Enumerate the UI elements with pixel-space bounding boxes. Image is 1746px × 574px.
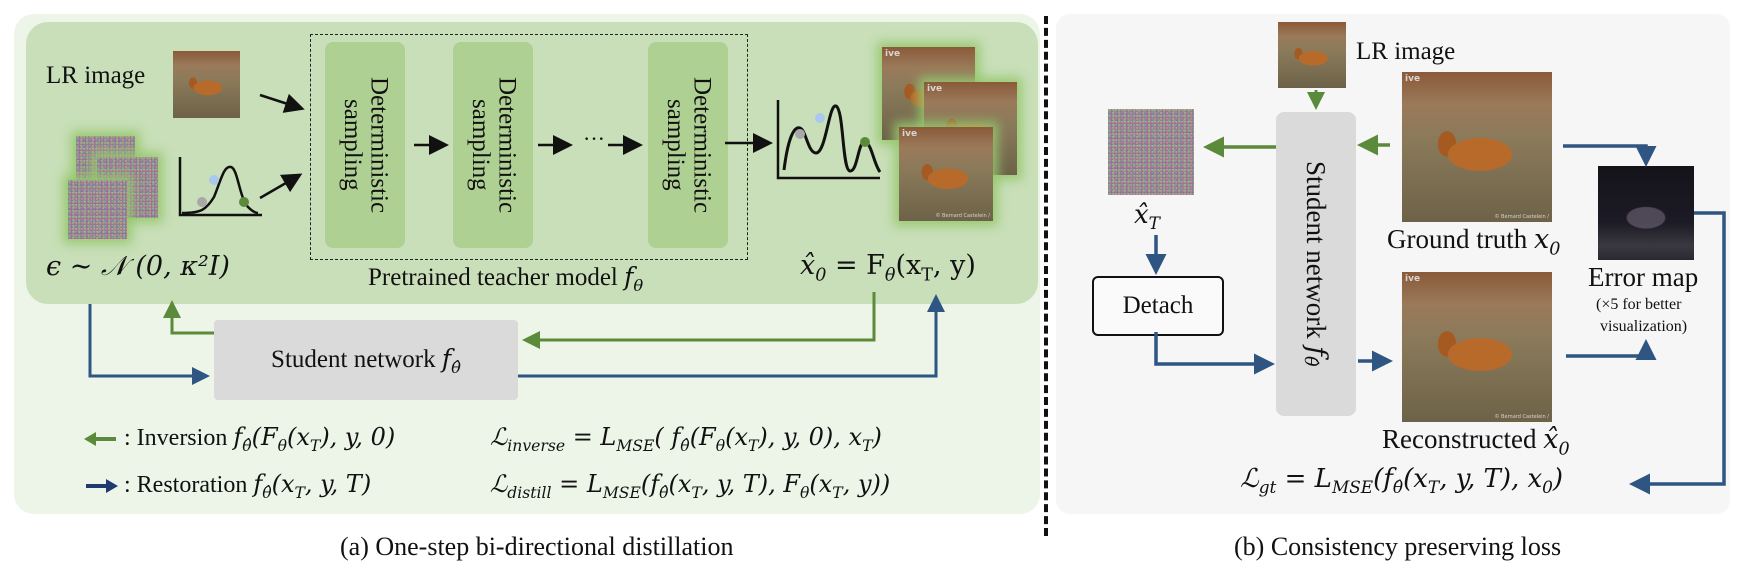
inverted-noise-label: x̂T	[1134, 200, 1160, 234]
sample-dot-green	[239, 197, 249, 207]
noise-distribution-formula: ϵ ∼ 𝒩 (0, κ²I)	[46, 251, 230, 282]
sample-dot-blue	[209, 175, 219, 185]
sampling-block-label: Deterministic sampling	[467, 76, 521, 214]
teacher-model-label: Pretrained teacher model fθ	[368, 262, 643, 295]
error-map-label: Error map	[1588, 262, 1699, 292]
arrow-noise-to-teacher	[259, 173, 303, 200]
gaussian-distribution-icon	[178, 157, 262, 217]
sampling-block-3: Deterministic sampling	[648, 42, 728, 248]
restoration-arrow-icon	[86, 479, 118, 494]
sample-dot-gray	[197, 197, 207, 207]
panel-b-background	[1056, 14, 1730, 514]
error-map-note-2: visualization)	[1600, 318, 1688, 335]
legend-inversion-label: : Inversion	[124, 425, 228, 451]
reconstructed-label: Reconstructed x̂0	[1382, 424, 1570, 460]
gaussian-curve	[181, 165, 259, 215]
student-network-box: Student network fθ̂	[214, 320, 518, 400]
lr-image-label-b: LR image	[1356, 38, 1456, 65]
teacher-output-formula: x̂0 = Fθ(xT, y)	[800, 250, 976, 286]
gt-loss-formula: ℒgt = LMSE(fθ̂(xT, y, T), x0)	[1240, 464, 1564, 498]
sampling-block-1: Deterministic sampling	[325, 42, 405, 248]
distill-loss-formula: ℒdistill = LMSE(fθ̂(xT, y, T), Fθ(xT, y)…	[490, 470, 891, 502]
reconstructed-image: ive© Bernard Castelein /	[1402, 272, 1552, 422]
inverse-loss-formula: ℒinverse = LMSE( fθ̂(Fθ(xT), y, 0), xT)	[490, 423, 882, 455]
arrow-noise-to-student-restoration	[88, 304, 210, 385]
arrow-lr-to-teacher	[259, 93, 305, 113]
student-symbol: fθ̂	[441, 343, 461, 377]
arrow-output-to-student-inversion	[522, 292, 876, 349]
multimodal-axes	[776, 100, 880, 180]
student-network-box-b: Student network fθ̂	[1276, 112, 1356, 416]
caption-b: (b) Consistency preserving loss	[1234, 532, 1562, 561]
lr-image-thumbnail	[173, 51, 240, 118]
sampling-block-label: Deterministic sampling	[662, 76, 716, 214]
restoration-function: fθ̂(xT, y, T)	[253, 470, 372, 502]
lr-image-thumbnail-b	[1278, 22, 1346, 88]
sample-dot-blue	[815, 113, 825, 123]
sampling-block-2: Deterministic sampling	[453, 42, 533, 248]
inverted-noise-image	[1108, 109, 1194, 195]
legend-restoration: : Restoration fθ̂(xT, y, T)	[84, 470, 371, 502]
gaussian-axes	[178, 157, 262, 217]
caption-a: (a) One-step bi-directional distillation	[340, 532, 734, 561]
student-network-label-b: Student network fθ̂	[1299, 161, 1333, 367]
student-network-label: Student network	[271, 346, 436, 373]
panel-divider	[1044, 16, 1048, 536]
teacher-symbol: fθ	[624, 262, 644, 295]
legend-restoration-label: : Restoration	[124, 472, 248, 498]
inversion-function: fθ̂(Fθ(xT), y, 0)	[233, 423, 396, 455]
ellipsis: ···	[583, 126, 605, 151]
noise-image	[68, 180, 127, 239]
ground-truth-image: ive© Bernard Castelein /	[1402, 72, 1552, 222]
sampling-block-label: Deterministic sampling	[339, 76, 393, 214]
lr-image-label: LR image	[46, 62, 146, 89]
arrow-gt-to-errormap	[1563, 144, 1657, 167]
arrow-detach-to-student-b	[1154, 332, 1275, 375]
arrow-errormap-to-loss	[1629, 211, 1726, 495]
inversion-arrow-icon	[84, 432, 116, 447]
ground-truth-label: Ground truth x0	[1387, 224, 1561, 260]
arrow-student-to-output-restoration	[518, 294, 945, 378]
arrow-recon-to-errormap	[1566, 339, 1657, 360]
multimodal-distribution-icon	[776, 100, 882, 180]
detach-label: Detach	[1122, 292, 1194, 319]
sample-dot-gray	[795, 129, 805, 139]
teacher-model-text: Pretrained teacher model	[368, 264, 618, 291]
detach-box: Detach	[1092, 276, 1224, 336]
legend-inversion: : Inversion fθ̂(Fθ(xT), y, 0)	[84, 423, 395, 455]
arrow-student-to-noise-inversion	[163, 300, 214, 335]
error-map-note-1: (×5 for better	[1596, 296, 1682, 313]
error-map-image	[1598, 166, 1694, 260]
sample-dot-green	[860, 137, 870, 147]
teacher-model-box	[310, 34, 748, 260]
output-image: ive© Bernard Castelein /	[899, 127, 993, 221]
